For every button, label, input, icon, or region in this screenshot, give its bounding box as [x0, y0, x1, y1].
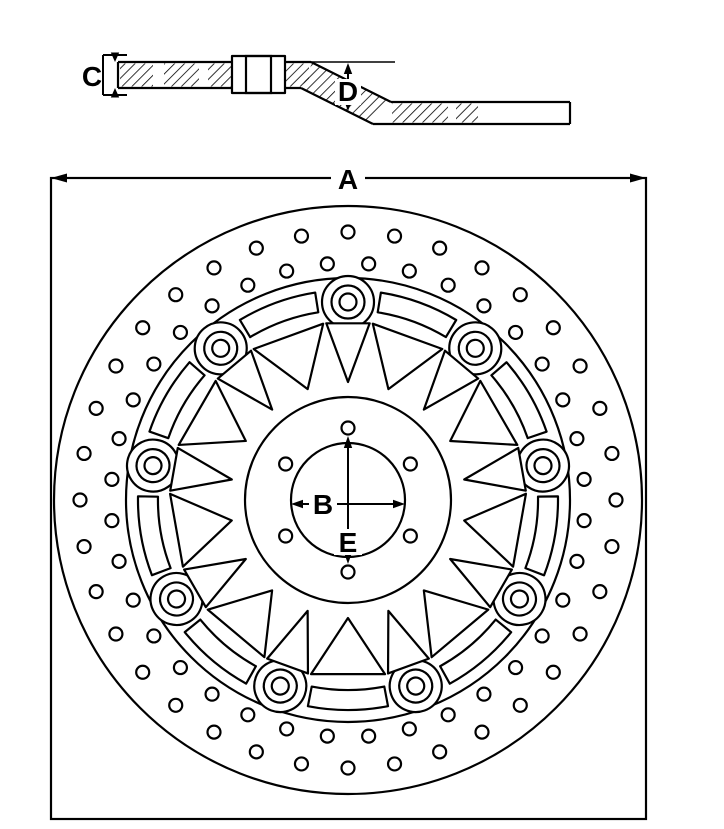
- arrowhead-right-icon: [393, 499, 405, 509]
- bobbin-section: [230, 54, 287, 95]
- floating-button-inner: [533, 456, 553, 476]
- floating-button-inner: [465, 338, 485, 358]
- disc-sector: [463, 438, 571, 577]
- cross-section-view: C: [82, 52, 572, 126]
- arrowhead-left-icon: [51, 173, 67, 183]
- floating-button-inner: [406, 676, 426, 696]
- spoke-window: [325, 322, 371, 384]
- spoke-window: [252, 322, 325, 391]
- mounting-flange-section: [373, 100, 572, 126]
- spoke-window: [266, 609, 310, 675]
- front-view: A: [49, 164, 648, 821]
- arrowhead-right-icon: [630, 173, 646, 183]
- spoke-window: [168, 492, 233, 568]
- disc-sector: [183, 589, 310, 714]
- arrowhead-up-icon: [343, 63, 353, 74]
- arrowhead-up-icon: [110, 88, 120, 98]
- disc-sector: [422, 321, 548, 447]
- spoke-window: [386, 609, 430, 675]
- dimension-c-bracket: [102, 52, 127, 98]
- rim-slot: [524, 495, 560, 577]
- floating-button-inner: [166, 589, 187, 609]
- dimension-label-d: D: [338, 76, 358, 107]
- floating-button-inner: [338, 292, 358, 312]
- dimension-label-a: A: [338, 164, 358, 195]
- arrowhead-up-icon: [343, 436, 353, 448]
- floating-button-inner: [143, 456, 163, 476]
- dimension-label-b: B: [313, 489, 333, 520]
- spoke-window: [463, 446, 527, 492]
- arrowhead-left-icon: [291, 499, 303, 509]
- spoke-window: [422, 349, 480, 411]
- rim-slot: [183, 618, 257, 685]
- disc-sector: [320, 274, 458, 391]
- rim-slot: [439, 618, 513, 685]
- floating-button-inner: [211, 338, 231, 358]
- disc-sector: [306, 609, 443, 714]
- rim-slot: [136, 495, 172, 577]
- dimension-label-c: C: [82, 61, 102, 92]
- spoke-window: [422, 589, 490, 659]
- dimension-d: D: [311, 61, 395, 111]
- disc-sector: [193, 291, 325, 411]
- spoke-window: [309, 616, 387, 676]
- disc-sector: [125, 361, 247, 493]
- dimension-e: E: [334, 436, 362, 564]
- rim-slot: [376, 291, 458, 339]
- rim-slot: [490, 361, 548, 440]
- rim-slot: [238, 291, 320, 339]
- spoke-window: [463, 492, 528, 568]
- spoke-window: [169, 446, 233, 492]
- spoke-window: [216, 349, 274, 411]
- dimension-a-box: A: [49, 164, 648, 821]
- disc-sector: [422, 557, 547, 685]
- spoke-window: [449, 379, 519, 447]
- floating-button-inner: [509, 589, 530, 609]
- arrowhead-down-icon: [110, 52, 120, 62]
- bolt-holes: [278, 420, 418, 580]
- drill-holes: [72, 224, 624, 776]
- spoke-window: [183, 557, 247, 609]
- spoke-window: [371, 322, 444, 391]
- spoke-window: [177, 379, 247, 447]
- hub-outer-edge: [243, 395, 453, 605]
- floating-button-inner: [270, 676, 290, 696]
- carrier-spokes-and-buttons: [125, 274, 571, 714]
- spoke-window: [206, 589, 274, 659]
- spoke-window: [449, 557, 513, 609]
- disc-outer-edge: [52, 204, 644, 796]
- dimension-label-e: E: [339, 527, 358, 558]
- rim-slot: [306, 685, 390, 712]
- disc-sector: [136, 492, 247, 627]
- rim-slot: [148, 361, 206, 440]
